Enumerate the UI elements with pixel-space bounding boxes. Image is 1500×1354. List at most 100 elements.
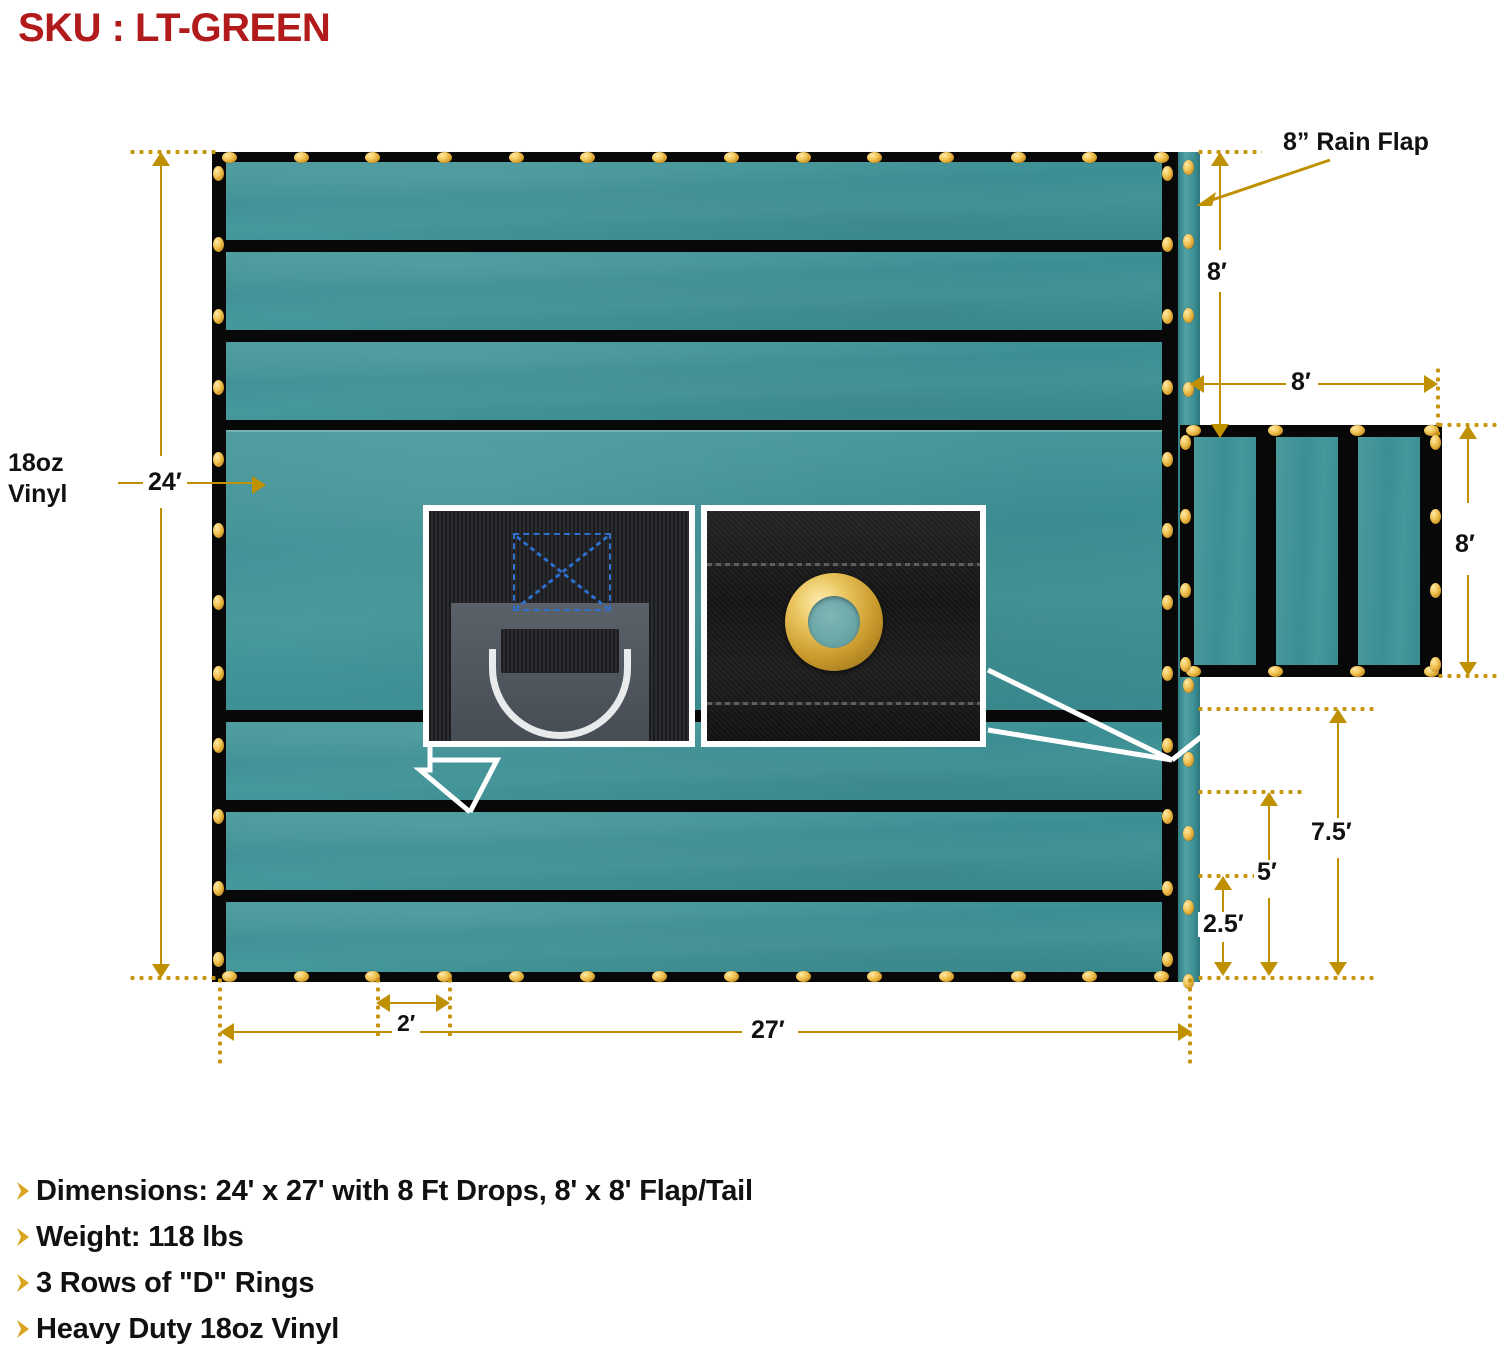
grommet — [213, 166, 224, 181]
chevron-right-icon — [10, 1319, 36, 1339]
tarp-panel — [226, 162, 1162, 240]
grommet — [1162, 737, 1173, 753]
grommet — [1183, 382, 1194, 397]
d-ring — [348, 902, 365, 921]
grommet — [1350, 425, 1365, 436]
d-ring — [499, 812, 516, 831]
grommet — [867, 971, 883, 982]
width-dimension-line-right — [798, 1031, 1190, 1033]
height-extension-top — [128, 150, 220, 154]
spacing-dimension-label: 2′ — [392, 1012, 421, 1035]
grommet — [1180, 509, 1191, 524]
grommet — [1162, 880, 1173, 896]
tarp-panel — [226, 902, 1162, 972]
d-ring — [348, 722, 365, 741]
grommet — [723, 971, 739, 982]
grommet — [213, 666, 224, 682]
d-ring — [877, 221, 894, 240]
box-x-stitch-icon — [513, 533, 611, 611]
d-ring — [575, 311, 592, 330]
tail-panel — [1276, 437, 1338, 665]
flap-drop-arrow-bottom — [1211, 424, 1229, 438]
grommet — [293, 971, 309, 982]
d-ring — [1272, 513, 1291, 530]
spec-item: Heavy Duty 18oz Vinyl — [10, 1306, 1110, 1352]
chevron-right-icon — [10, 1181, 36, 1201]
rain-flap-leader — [1196, 156, 1332, 210]
grommet — [213, 237, 224, 253]
grommet — [1180, 583, 1191, 598]
grommet — [1350, 666, 1365, 677]
d-ring — [499, 311, 516, 330]
drop75-dimension-label: 7.5′ — [1306, 820, 1357, 845]
flap-tail-section — [1180, 425, 1442, 677]
d-ring — [801, 311, 818, 330]
d-ring — [1354, 449, 1373, 466]
d-ring — [423, 311, 440, 330]
d-ring — [953, 311, 970, 330]
spacing-dimension-line — [386, 1002, 442, 1004]
grommet — [1154, 971, 1169, 982]
d-ring — [272, 311, 289, 330]
spec-item-label: Heavy Duty 18oz Vinyl — [36, 1312, 340, 1345]
d-ring — [953, 401, 970, 420]
spec-list: Dimensions: 24' x 27' with 8 Ft Drops, 8… — [10, 1168, 1110, 1352]
grommet — [1162, 594, 1173, 610]
grommet — [222, 971, 237, 982]
grommet — [1162, 952, 1173, 967]
tail-width-arrow-right — [1424, 375, 1438, 393]
tail-height-arrow-top — [1459, 425, 1477, 439]
tail-height-extension-bottom — [1436, 674, 1498, 678]
d-ring — [1028, 401, 1045, 420]
tarp-panel — [226, 342, 1162, 420]
d-ring — [272, 722, 289, 741]
d-ring — [272, 221, 289, 240]
flap-drop-dimension-line-upper — [1219, 162, 1221, 250]
drop75-arrow-bottom — [1329, 962, 1347, 976]
d-ring — [953, 221, 970, 240]
spacing-arrow-left — [376, 994, 390, 1012]
d-ring — [1104, 311, 1121, 330]
d-ring — [650, 221, 667, 240]
grommet — [222, 152, 237, 163]
drop75-extension-bottom — [1196, 976, 1374, 980]
grommet — [1424, 425, 1439, 436]
tarp-panel — [226, 812, 1162, 890]
d-ring — [877, 902, 894, 921]
spec-item: 3 Rows of "D" Rings — [10, 1260, 1110, 1306]
d-ring — [1190, 577, 1209, 594]
grommet — [1162, 523, 1173, 539]
drop25-dimension-label: 2.5′ — [1198, 912, 1249, 937]
grommet — [1186, 666, 1201, 677]
drop25-dimension-line-upper — [1222, 886, 1224, 914]
flap-drop-extension-top — [1196, 150, 1262, 154]
drop75-arrow-top — [1329, 709, 1347, 723]
drop25-arrow-bottom — [1214, 962, 1232, 976]
grommet — [213, 737, 224, 753]
chevron-right-icon — [10, 1273, 36, 1293]
height-arrow-bottom — [152, 964, 170, 978]
grommet — [1186, 425, 1201, 436]
tarp-diagram: 18oz Vinyl 24′ 27′ 2′ 8” Rain Flap 8′ 8′ — [0, 70, 1500, 1130]
d-ring — [1028, 221, 1045, 240]
tail-height-arrow-bottom — [1459, 662, 1477, 676]
grommet — [213, 809, 224, 825]
d-ring — [423, 812, 440, 831]
d-ring — [650, 311, 667, 330]
drop5-dimension-line-lower — [1268, 898, 1270, 972]
d-ring — [726, 902, 743, 921]
grommet — [1430, 583, 1441, 598]
d-ring — [272, 902, 289, 921]
d-ring — [499, 902, 516, 921]
grommet — [1183, 752, 1194, 767]
drop5-arrow-top — [1260, 792, 1278, 806]
tarp-panel — [226, 252, 1162, 330]
d-ring — [423, 401, 440, 420]
grommet — [1268, 425, 1283, 436]
grommet — [1010, 152, 1026, 163]
drop5-arrow-bottom — [1260, 962, 1278, 976]
d-ring — [801, 221, 818, 240]
d-ring — [726, 311, 743, 330]
d-ring — [953, 812, 970, 831]
d-ring — [1354, 577, 1373, 594]
